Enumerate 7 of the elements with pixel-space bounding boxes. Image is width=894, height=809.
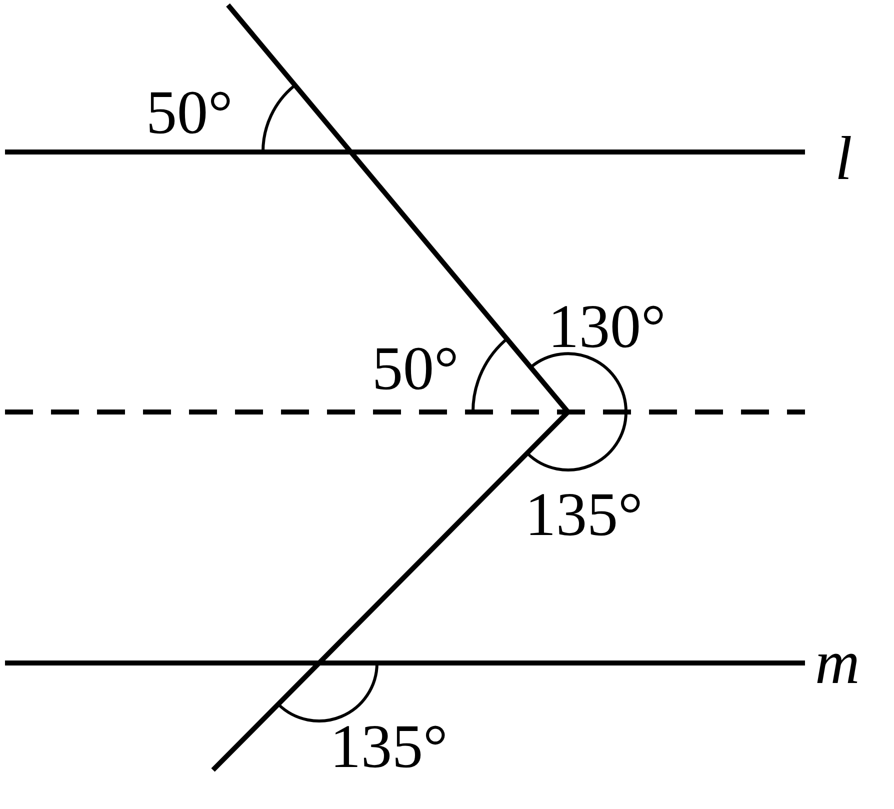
line-label: l [835, 128, 852, 190]
angle-label: 130° [548, 296, 666, 358]
angle-label: 135° [330, 716, 448, 778]
angle-label: 50° [372, 338, 459, 400]
angle-label: 135° [525, 484, 643, 546]
angle-label: 50° [146, 82, 233, 144]
line-label: m [815, 632, 860, 694]
